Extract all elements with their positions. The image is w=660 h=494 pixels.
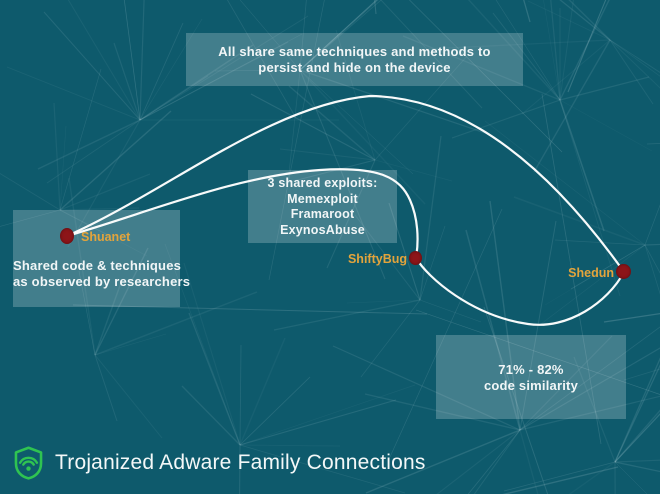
note-shared-code: Shared code & techniques as observed by … <box>13 210 191 307</box>
node-label-shedun: Shedun <box>568 266 614 280</box>
node-dot-shuanet <box>60 228 74 244</box>
note-shared-techniques: All share same techniques and methods to… <box>186 33 523 86</box>
note-shared-exploits: 3 shared exploits: Memexploit Framaroot … <box>248 170 397 243</box>
note-line: as observed by researchers <box>13 273 191 289</box>
note-line: 3 shared exploits: <box>267 176 378 190</box>
note-line: Memexploit <box>287 191 358 206</box>
infographic-title: Trojanized Adware Family Connections <box>55 451 426 474</box>
note-line: All share same techniques and methods to <box>218 44 491 59</box>
footer-title-bar: Trojanized Adware Family Connections <box>13 445 426 481</box>
node-label-shiftybug: ShiftyBug <box>347 252 407 266</box>
note-code-similarity: 71% - 82% code similarity <box>436 335 626 419</box>
node-dot-shiftybug <box>409 251 422 265</box>
note-line: Shared code & techniques <box>13 258 182 273</box>
lookout-shield-icon <box>14 446 43 480</box>
note-line: 71% - 82% <box>498 362 564 377</box>
note-line: ExynosAbuse <box>280 222 365 237</box>
node-label-shuanet: Shuanet <box>81 230 131 244</box>
note-line: Framaroot <box>290 207 355 221</box>
node-dot-shedun <box>616 264 631 279</box>
note-line: code similarity <box>483 378 579 393</box>
note-line: persist and hide on the device <box>258 60 451 75</box>
